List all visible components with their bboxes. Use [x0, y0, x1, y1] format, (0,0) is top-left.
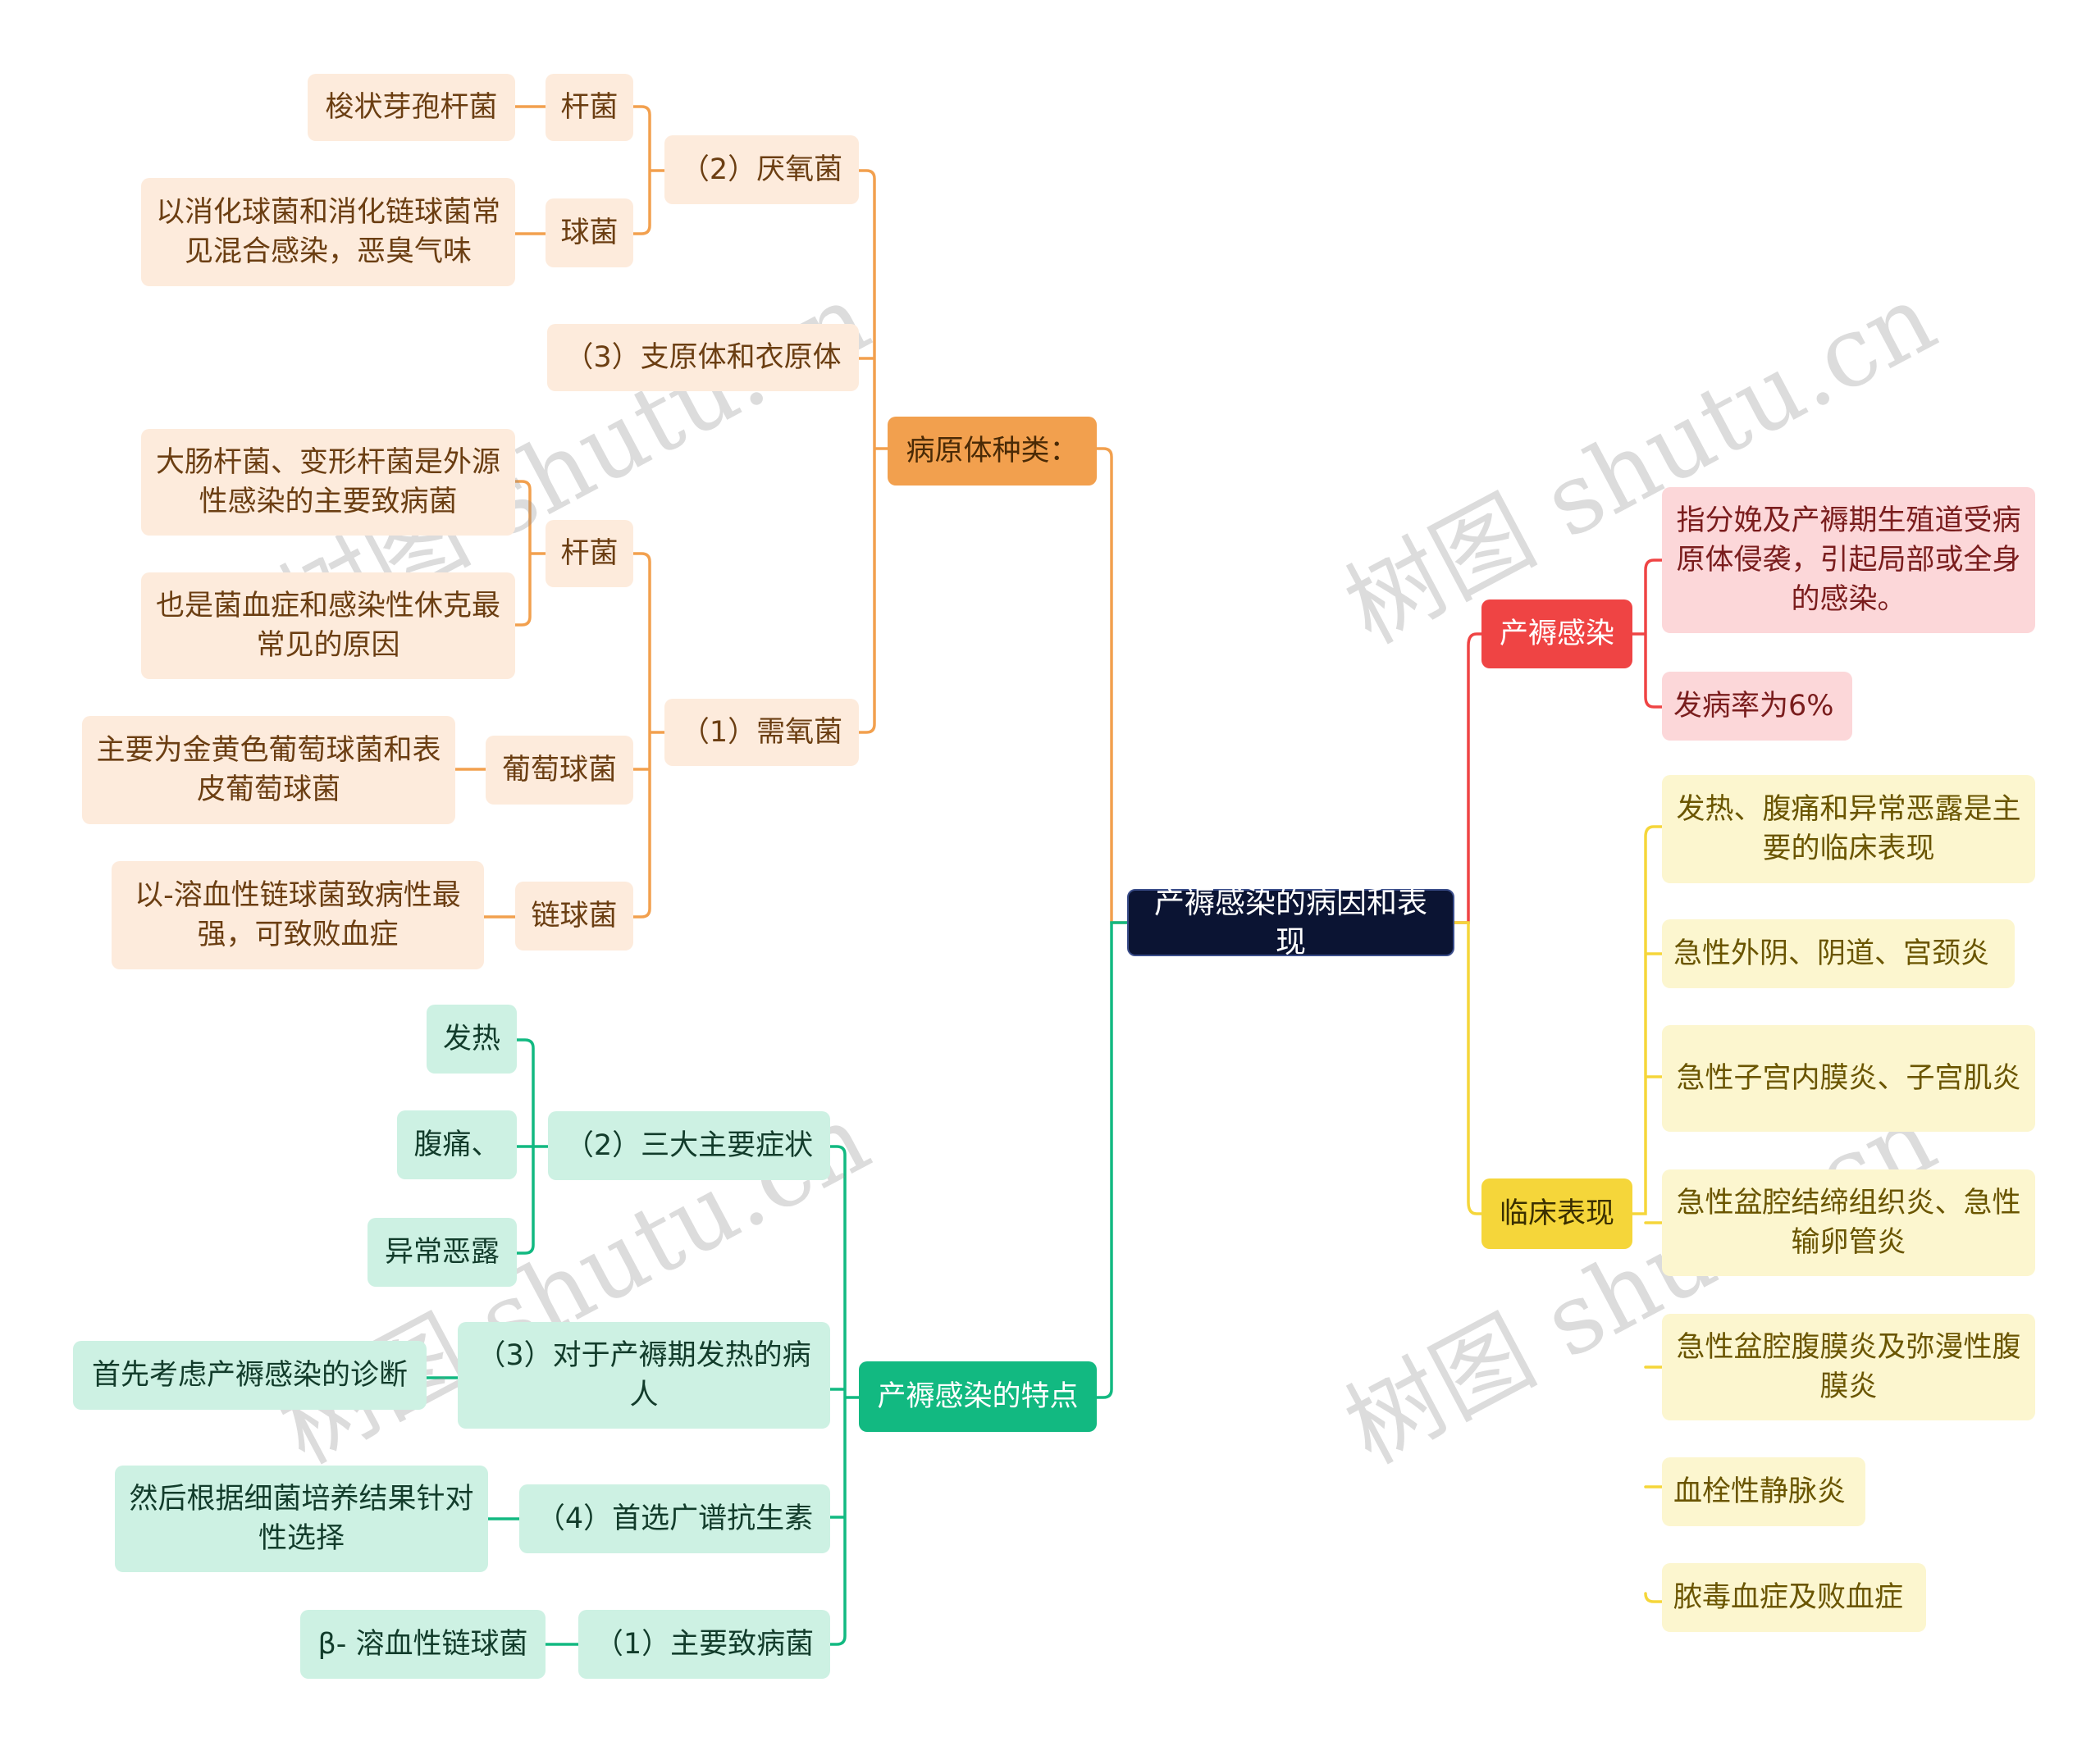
clinical-topic[interactable]: 临床表现 [1481, 1178, 1632, 1249]
symptom-fever[interactable]: 发热 [427, 1005, 517, 1074]
clinical-item[interactable]: 血栓性静脉炎 [1662, 1457, 1865, 1526]
clinical-item[interactable]: 急性盆腔腹膜炎及弥漫性腹膜炎 [1662, 1314, 2035, 1420]
link-aerobic-bacilli-details [514, 480, 547, 627]
link-aerobic-group [632, 552, 666, 919]
fever-topic[interactable]: （3）对于产褥期发热的病人 [458, 1322, 830, 1429]
link-features-group [829, 1145, 861, 1646]
anaerobic-bacilli-detail[interactable]: 梭状芽孢杆菌 [308, 74, 515, 141]
link-root-clinical [1453, 921, 1483, 1215]
aerobic-topic[interactable]: （1）需氧菌 [664, 699, 859, 766]
infection-definition[interactable]: 指分娩及产褥期生殖道受病原体侵袭，引起局部或全身的感染。 [1662, 487, 2035, 633]
symptom-lochia[interactable]: 异常恶露 [368, 1218, 517, 1287]
clinical-item[interactable]: 脓毒血症及败血症 [1662, 1563, 1926, 1632]
link-root-pathogens [1095, 447, 1129, 924]
anaerobic-cocci-detail[interactable]: 以消化球菌和消化链球菌常见混合感染，恶臭气味 [141, 178, 515, 286]
pathogens-topic[interactable]: 病原体种类： [888, 417, 1097, 486]
features-topic[interactable]: 产褥感染的特点 [859, 1361, 1097, 1432]
fever-detail[interactable]: 首先考虑产褥感染的诊断 [73, 1341, 427, 1410]
clinical-item[interactable]: 急性子宫内膜炎、子宫肌炎 [1662, 1025, 2035, 1132]
link-infection-group [1631, 558, 1664, 709]
antibiotics-detail[interactable]: 然后根据细菌培养结果针对性选择 [115, 1466, 488, 1572]
pathogen-topic[interactable]: （1）主要致病菌 [578, 1610, 830, 1679]
link-pathogens-group [857, 169, 889, 734]
link-symptoms-group [515, 1038, 550, 1255]
link-root-features [1095, 921, 1129, 1399]
link-root-infection [1453, 632, 1483, 924]
symptom-pain[interactable]: 腹痛、 [397, 1110, 517, 1179]
anaerobic-cocci[interactable]: 球菌 [546, 198, 633, 267]
mycoplasma-topic[interactable]: （3）支原体和衣原体 [547, 324, 859, 391]
anaerobic-bacilli[interactable]: 杆菌 [546, 74, 633, 141]
aerobic-bacilli-detail-1[interactable]: 大肠杆菌、变形杆菌是外源性感染的主要致病菌 [141, 429, 515, 536]
strep-topic[interactable]: 链球菌 [515, 882, 633, 950]
staph-topic[interactable]: 葡萄球菌 [486, 736, 633, 805]
anaerobic-topic[interactable]: （2）厌氧菌 [664, 135, 859, 204]
infection-topic[interactable]: 产褥感染 [1481, 599, 1632, 668]
clinical-item[interactable]: 急性盆腔结缔组织炎、急性输卵管炎 [1662, 1169, 2035, 1276]
aerobic-bacilli[interactable]: 杆菌 [546, 520, 633, 587]
pathogen-detail[interactable]: β- 溶血性链球菌 [300, 1610, 546, 1679]
aerobic-bacilli-detail-2[interactable]: 也是菌血症和感染性休克最常见的原因 [141, 572, 515, 679]
staph-detail[interactable]: 主要为金黄色葡萄球菌和表皮葡萄球菌 [82, 716, 455, 824]
symptoms-topic[interactable]: （2）三大主要症状 [548, 1111, 830, 1180]
root-topic[interactable]: 产褥感染的病因和表现 [1127, 885, 1454, 960]
clinical-item[interactable]: 急性外阴、阴道、宫颈炎 [1662, 919, 2015, 988]
clinical-item[interactable]: 发热、腹痛和异常恶露是主要的临床表现 [1662, 775, 2035, 883]
strep-detail[interactable]: 以-溶血性链球菌致病性最强，可致败血症 [112, 861, 484, 969]
link-anaerobic-group [632, 105, 666, 235]
infection-rate[interactable]: 发病率为6% [1662, 672, 1852, 741]
antibiotics-topic[interactable]: （4）首选广谱抗生素 [519, 1484, 830, 1553]
link-clinical-group [1631, 825, 1664, 1603]
